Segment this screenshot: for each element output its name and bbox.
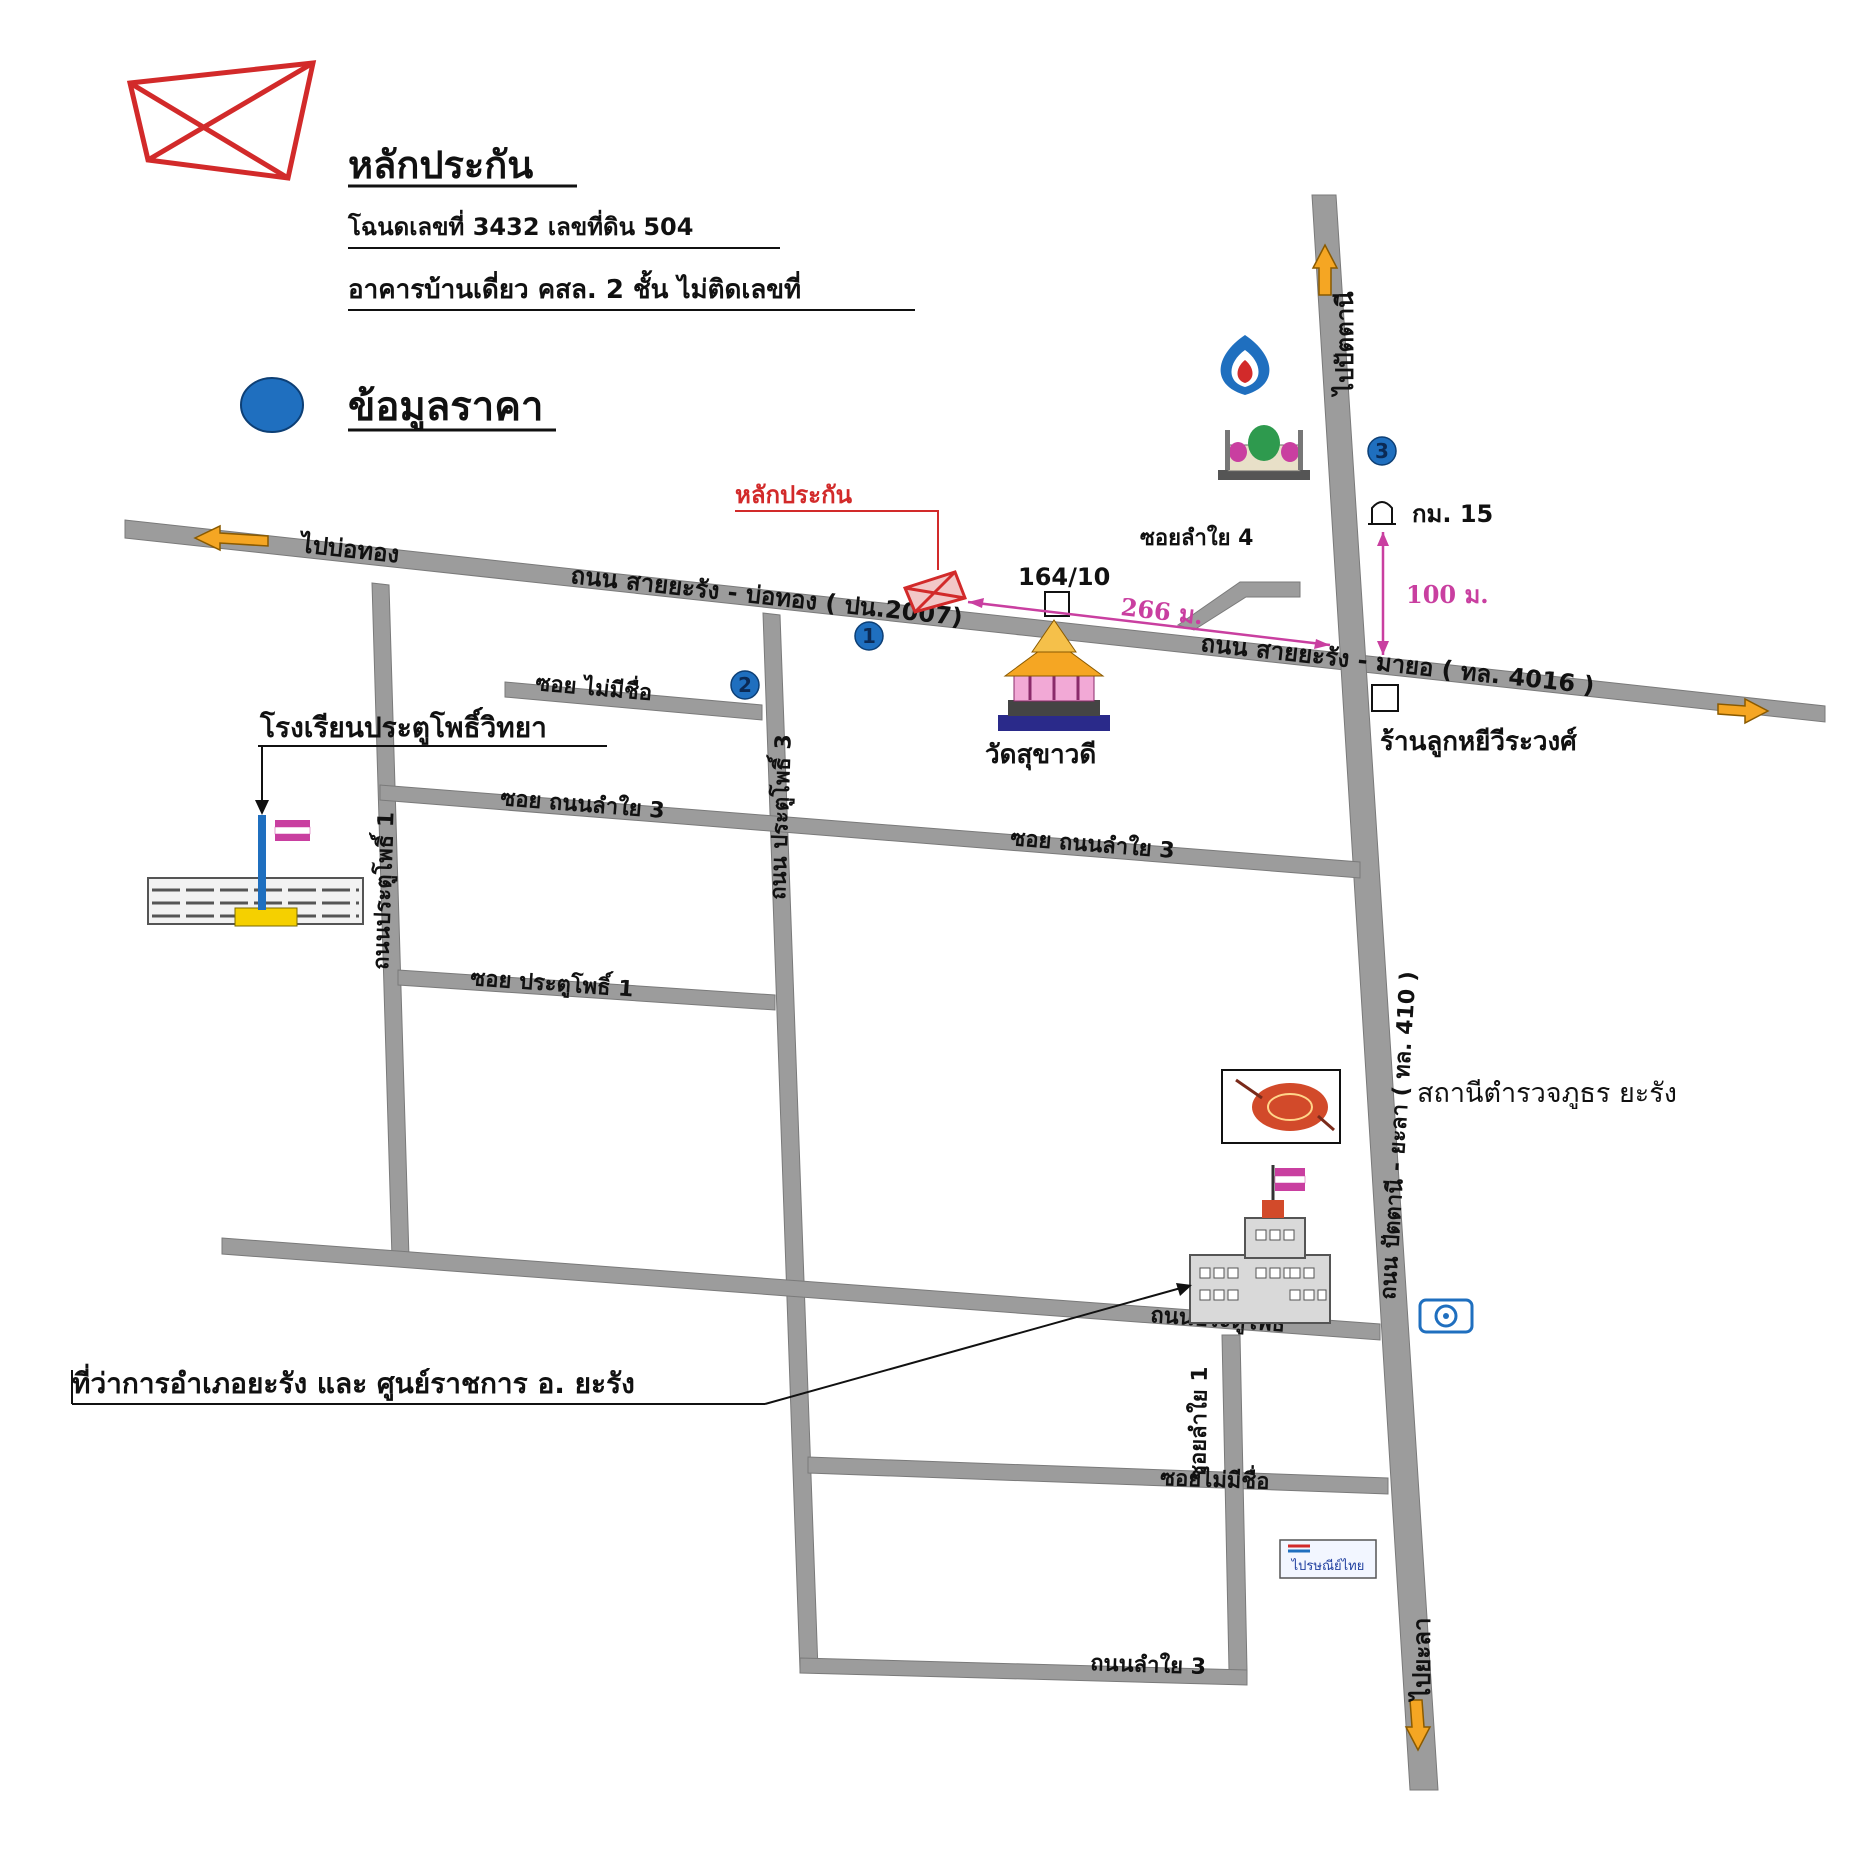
bank-logo-icon [1418,1298,1474,1334]
arrow-right-icon [1717,697,1770,725]
label-to-yala: ไปยะลา [1407,1618,1436,1703]
arrow-down-icon [1404,1699,1432,1752]
price-point-1-number: 1 [862,624,876,648]
highway-410 [1311,194,1439,1791]
distance-100: 100 ม. [1377,532,1489,655]
school-icon [147,815,364,927]
price-point-1: 1 [854,621,884,651]
collateral-marker: หลักประกัน [735,481,967,614]
post-office-icon: ไปรษณีย์ไทย [1279,1539,1377,1579]
label-soi-lamyai-3-b: ซอย ถนนลำใย 3 [1010,824,1176,864]
label-to-bo-thong: ไปบ่อทอง [296,529,400,569]
arrow-up-icon [1311,243,1339,296]
road-pratu-pho [221,1237,1381,1341]
house-164-10: 164/10 [1018,563,1110,617]
ptt-gas-station-icon [1220,335,1270,395]
label-school: โรงเรียนประตูโพธิ์วิทยา [259,707,547,745]
label-soi-lamyai-4: ซอยลำใย 4 [1140,524,1253,551]
label-rd-lamyai-3-bottom: ถนนลำใย 3 [1090,1649,1207,1680]
legend-deed-line: โฉนดเลขที่ 3432 เลขที่ดิน 504 [347,209,693,241]
shop-icon [1371,684,1399,712]
km-15-marker: กม. 15 [1368,500,1493,528]
main-road [124,519,1826,723]
road-lamyai-3-bottom [799,1657,1248,1686]
price-legend-icon [240,377,304,433]
price-point-2: 2 [730,670,760,700]
label-soi-lamyai-3-a: ซอย ถนนลำใย 3 [500,784,666,824]
label-soi-lamyai-1: ซอยลำใย 1 [1184,1366,1213,1480]
label-district-office: ที่ว่าการอำเภอยะรัง และ ศูนย์ราชการ อ. ย… [72,1363,635,1401]
mosque-icon [1218,425,1310,480]
legend-price-label: ข้อมูลราคา [348,384,543,431]
label-distance-100: 100 ม. [1406,580,1489,609]
label-distance-266: 266 ม. [1119,592,1204,630]
police-badge-icon [1221,1069,1341,1144]
label-wat: วัดสุขาวดี [985,740,1096,771]
legend-building-line: อาคารบ้านเดี่ยว คสล. 2 ชั้น ไม่ติดเลขที่ [348,269,801,305]
label-soi-pratu-pho-1: ซอย ประตูโพธิ์ 1 [470,961,635,1003]
label-police: สถานีตำรวจภูธร ยะรัง [1417,1078,1677,1109]
label-soi-no-name-2: ซอยไม่มีชื่อ [1160,1461,1270,1495]
collateral-legend-icon [126,60,317,181]
post-office-sign: ไปรษณีย์ไทย [1291,1558,1365,1574]
km-post-icon [1371,501,1393,525]
soi-no-name-top [504,681,763,721]
label-km-15: กม. 15 [1412,500,1493,528]
soi-lamyai-3 [379,784,1361,879]
collateral-marker-label: หลักประกัน [735,481,853,509]
legend: หลักประกัน โฉนดเลขที่ 3432 เลขที่ดิน 504… [126,60,915,433]
soi-no-name-bottom [807,1456,1389,1495]
collateral-map-icon [902,570,967,614]
direction-arrows [193,243,1770,1752]
label-shop: ร้านลูกหยีวีระวงศ์ [1380,726,1577,758]
price-point-2-number: 2 [738,673,752,697]
label-to-pattani: ไปปัตตานี [1330,291,1359,398]
label-house-164: 164/10 [1018,563,1110,591]
legend-collateral-title: หลักประกัน [348,143,533,187]
arrow-left-icon [193,524,269,552]
soi-lamyai-1 [1221,1334,1248,1671]
price-point-3-number: 3 [1375,439,1389,463]
temple-icon [998,619,1110,731]
roads [124,194,1826,1791]
soi-pratu-pho-1 [397,969,776,1011]
price-point-3: 3 [1367,436,1397,466]
government-building-icon [1189,1165,1331,1324]
